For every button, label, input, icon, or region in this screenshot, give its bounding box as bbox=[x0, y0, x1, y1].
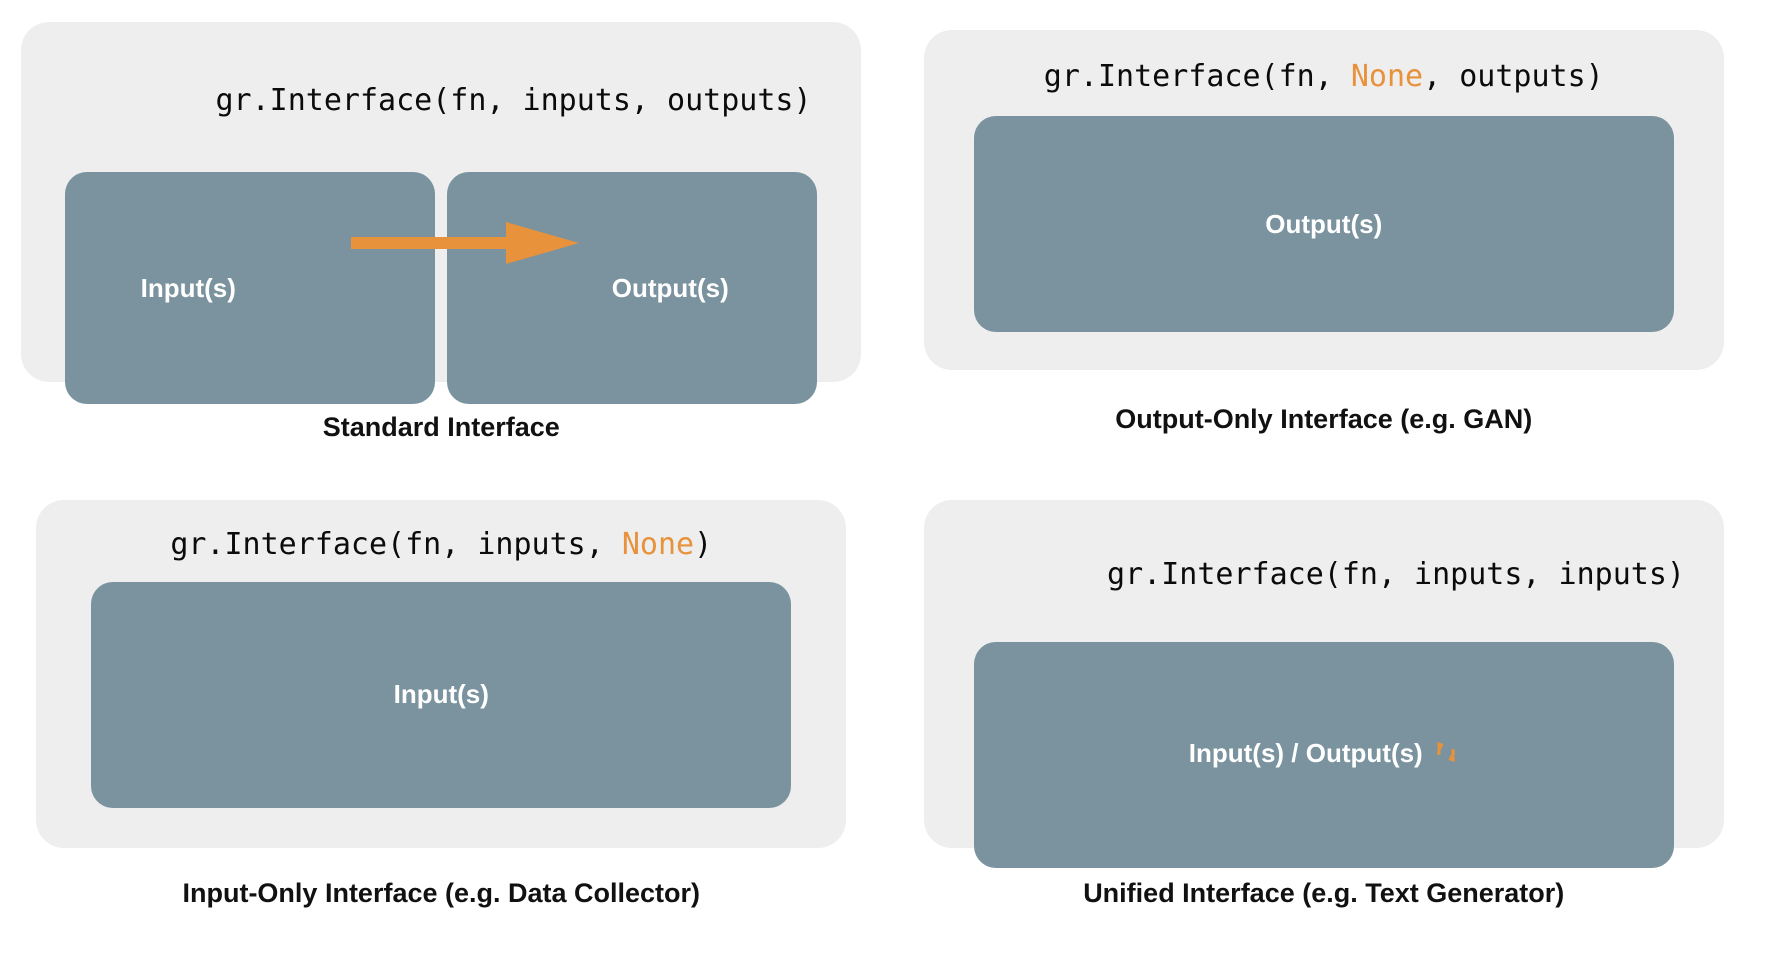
panel-card-unified: gr.Interface(fn, inputs, inputs) Input(s… bbox=[923, 499, 1724, 868]
code-signature-unified: gr.Interface(fn, inputs, inputs) bbox=[924, 530, 1724, 620]
panel-card-input-only: gr.Interface(fn, inputs, None) Input(s) bbox=[36, 499, 847, 848]
input-box-label: Input(s) bbox=[140, 272, 236, 303]
io-box-unified: Input(s) / Output(s) bbox=[973, 641, 1674, 868]
code-text-standard: gr.Interface(fn, inputs, outputs) bbox=[215, 83, 812, 118]
code-text-prefix: gr.Interface(fn, inputs, bbox=[170, 526, 622, 562]
code-text-suffix: , outputs) bbox=[1423, 59, 1604, 94]
output-box-label: Output(s) bbox=[1265, 208, 1383, 239]
panel-card-output-only: gr.Interface(fn, None, outputs) Output(s… bbox=[923, 30, 1724, 370]
code-token-none: None bbox=[1350, 59, 1424, 94]
code-signature-input-only: gr.Interface(fn, inputs, None) bbox=[36, 526, 846, 562]
panel-output-only-interface: gr.Interface(fn, None, outputs) Output(s… bbox=[883, 0, 1765, 488]
io-box-label: Input(s) / Output(s) bbox=[1188, 737, 1423, 768]
caption-input-only-interface: Input-Only Interface (e.g. Data Collecto… bbox=[182, 877, 701, 908]
code-text-prefix: gr.Interface(fn, bbox=[1043, 59, 1351, 94]
caption-output-only-interface: Output-Only Interface (e.g. GAN) bbox=[1115, 404, 1533, 434]
panel-card-standard: gr.Interface(fn, inputs, outputs) Input(… bbox=[21, 22, 862, 404]
io-box-label-wrap: Input(s) / Output(s) bbox=[1189, 738, 1459, 772]
output-box-output-only: Output(s) bbox=[973, 116, 1674, 332]
code-token-none: None bbox=[621, 526, 695, 562]
caption-unified-interface: Unified Interface (e.g. Text Generator) bbox=[1083, 877, 1565, 908]
output-box-label: Output(s) bbox=[611, 272, 729, 303]
box-row-standard: Input(s) Output(s) bbox=[21, 172, 861, 404]
code-text-suffix: ) bbox=[694, 526, 713, 562]
cycle-arrows-icon bbox=[1433, 739, 1459, 772]
panel-unified-interface: gr.Interface(fn, inputs, inputs) Input(s… bbox=[883, 488, 1765, 975]
cycle-arrows-glyph bbox=[1436, 741, 1455, 762]
code-signature-standard: gr.Interface(fn, inputs, outputs) bbox=[21, 56, 861, 146]
input-box-standard: Input(s) bbox=[65, 172, 436, 404]
panel-input-only-interface: gr.Interface(fn, inputs, None) Input(s) … bbox=[0, 488, 883, 975]
code-text-unified: gr.Interface(fn, inputs, inputs) bbox=[1107, 556, 1685, 592]
input-box-label: Input(s) bbox=[393, 679, 489, 709]
panel-standard-interface: gr.Interface(fn, inputs, outputs) Input(… bbox=[0, 0, 883, 488]
caption-standard-interface: Standard Interface bbox=[322, 412, 560, 442]
input-box-input-only: Input(s) bbox=[91, 581, 792, 808]
code-signature-output-only: gr.Interface(fn, None, outputs) bbox=[924, 62, 1724, 92]
output-box-standard: Output(s) bbox=[447, 172, 818, 404]
